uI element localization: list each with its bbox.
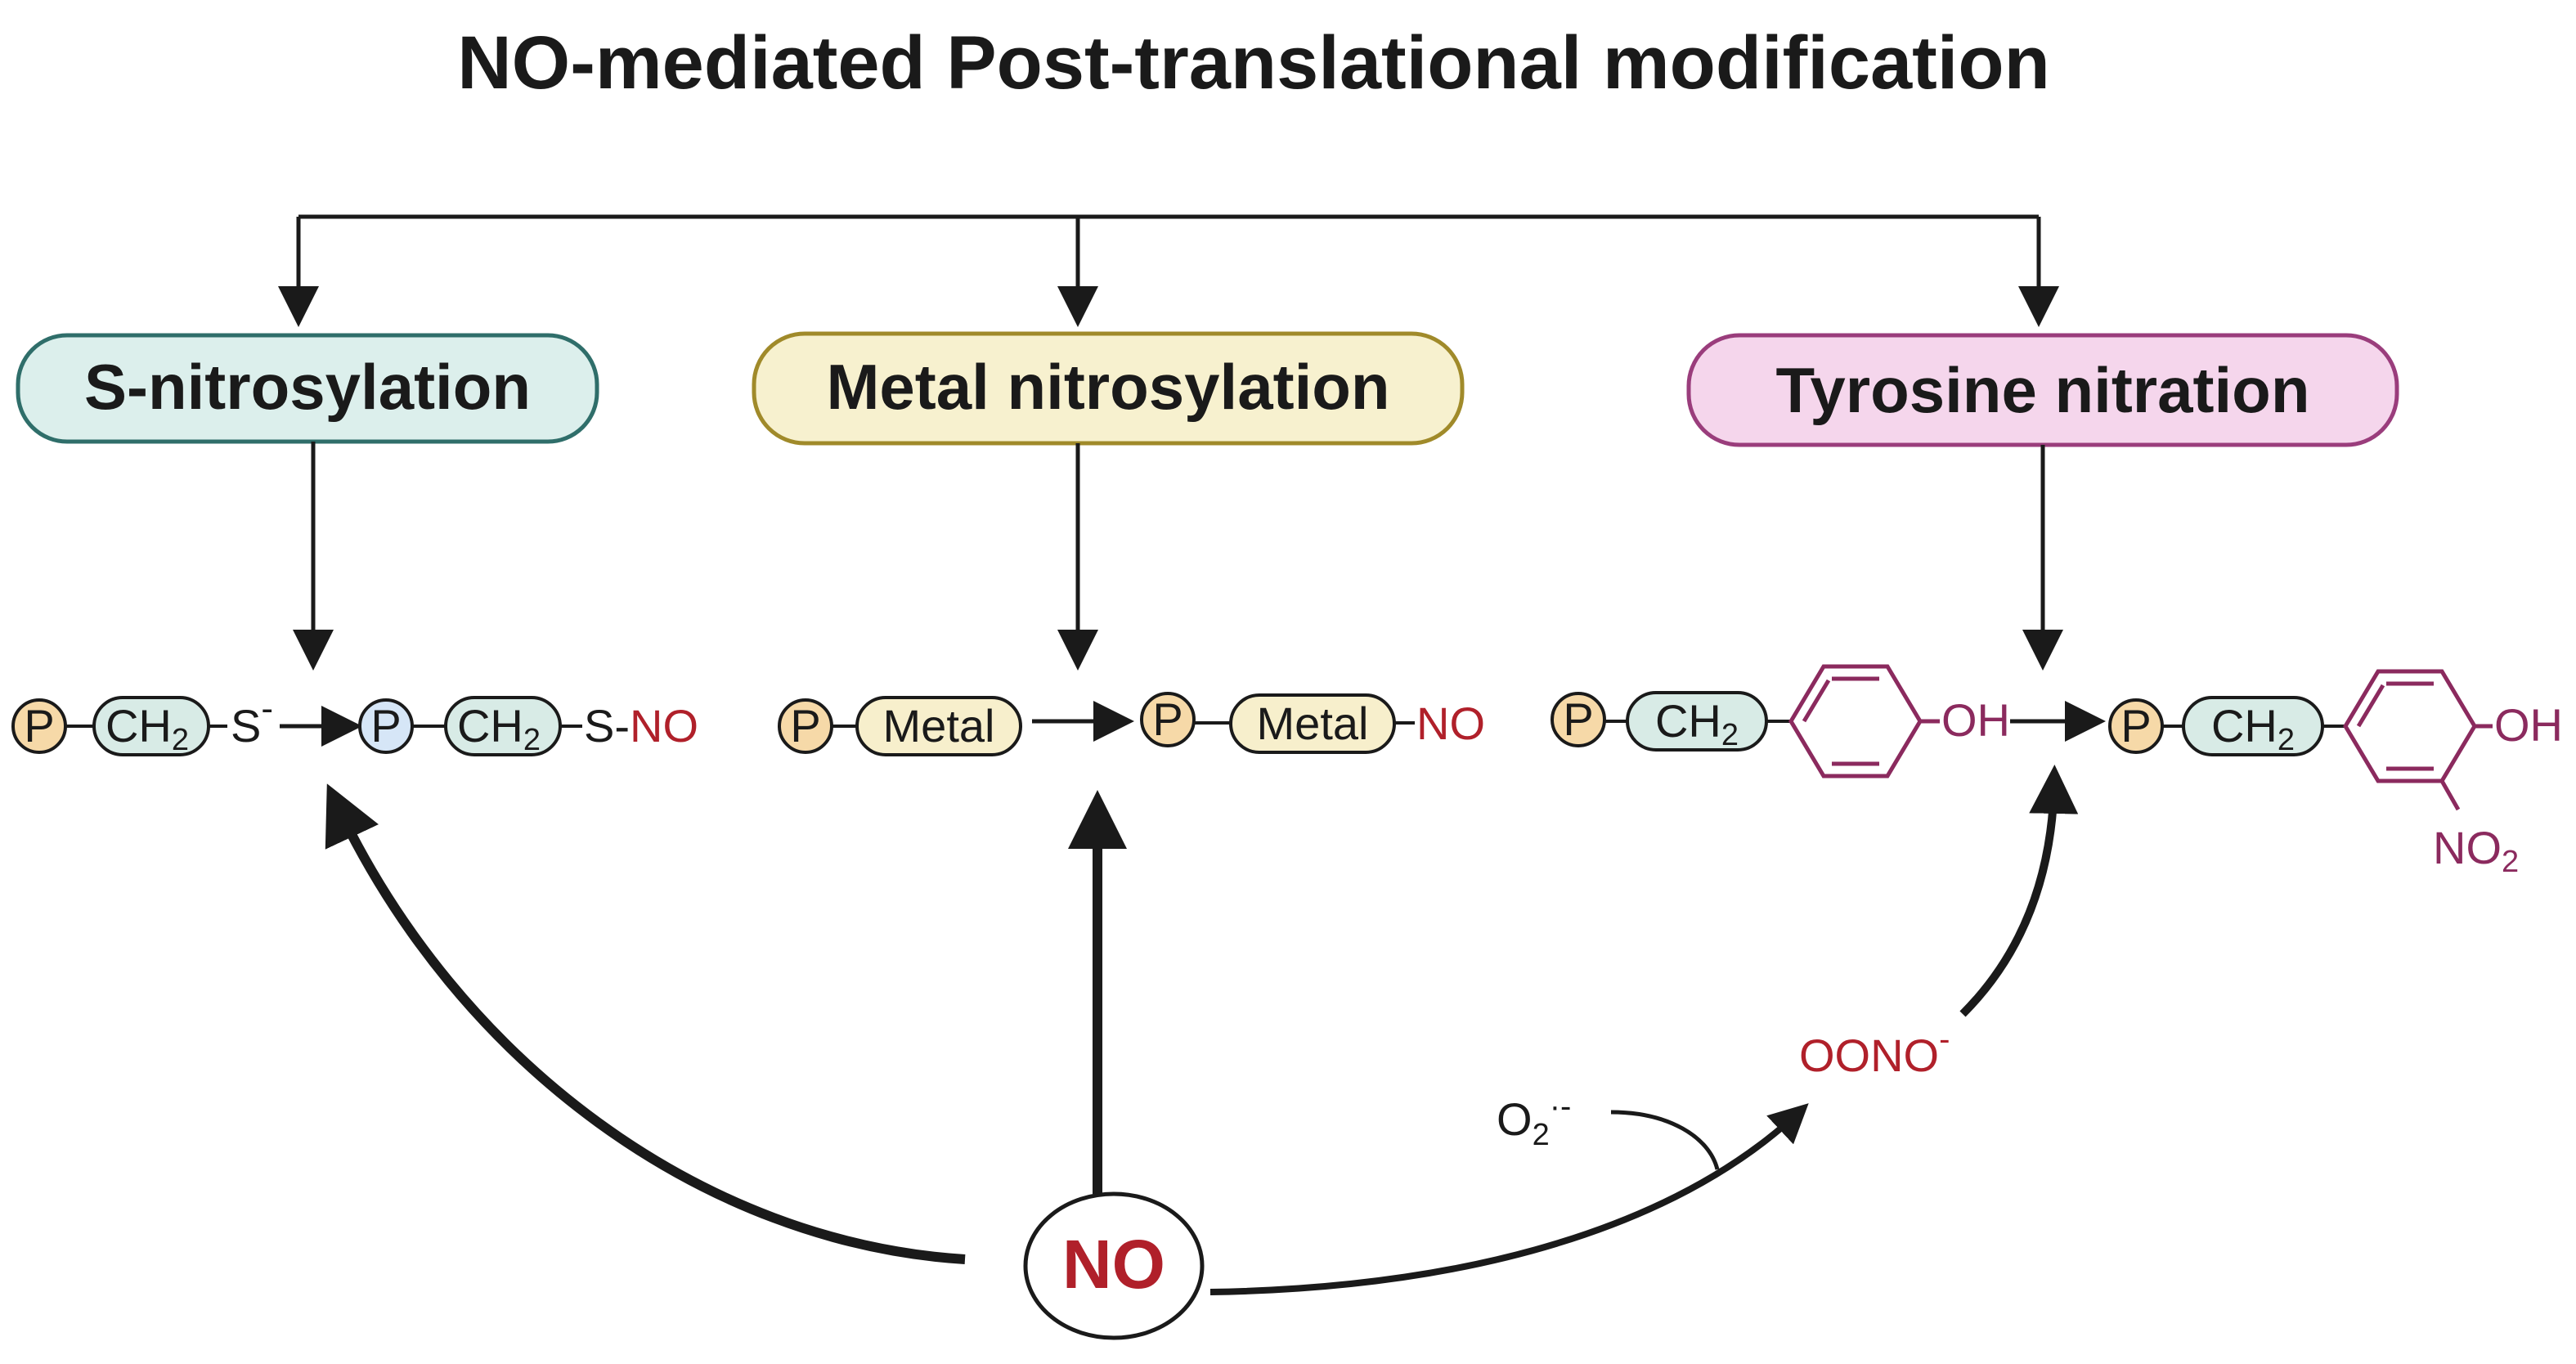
peroxynitrite-to-tyrosine-arrow <box>1959 765 2079 1017</box>
ch2-label: CH2 <box>457 700 541 757</box>
metal-label: Metal <box>1257 698 1369 749</box>
phenol-ring <box>1788 664 1923 778</box>
no-source-node: NO <box>1023 1191 1205 1340</box>
category-s-nitrosylation: S-nitrosylation <box>16 333 599 444</box>
category-label: Metal nitrosylation <box>826 351 1389 423</box>
protein-label: P <box>790 700 820 752</box>
diagram-title: NO-mediated Post-translational modificat… <box>457 21 2050 105</box>
no-source-label: NO <box>1062 1226 1165 1303</box>
metal-label: Metal <box>883 700 995 752</box>
hydroxyl-label: OH <box>2494 699 2563 751</box>
ch2-label: CH2 <box>1655 695 1739 752</box>
protein-label: P <box>1152 693 1183 745</box>
metal-nitrosylation-reaction: P Metal P Metal NO <box>778 692 1485 756</box>
peroxynitrite-label: OONO- <box>1799 1021 1950 1081</box>
category-label: Tyrosine nitration <box>1776 354 2310 426</box>
metal-group <box>855 696 1022 756</box>
nitrophenol-ring <box>2343 669 2477 783</box>
tyrosine-nitration-reaction: P CH2 OH P CH2 OH NO2 <box>1551 664 2563 879</box>
s-nitroso-label: S-NO <box>584 700 698 752</box>
no-to-peroxynitrite-arrow <box>1209 1103 1809 1295</box>
nitrosyl-label: NO <box>1416 698 1485 749</box>
no-to-s-nitrosylation-arrow <box>325 783 966 1264</box>
protein-label: P <box>370 700 401 752</box>
superoxide-arrow <box>1610 1110 1720 1170</box>
protein-circle <box>1140 692 1196 747</box>
protein-label: P <box>24 700 54 752</box>
category-tyrosine-nitration: Tyrosine nitration <box>1686 333 2399 447</box>
thiolate-label: S- <box>231 689 273 752</box>
ch2-label: CH2 <box>105 700 189 757</box>
nitro-group-label: NO2 <box>2433 822 2519 879</box>
category-metal-nitrosylation: Metal nitrosylation <box>752 331 1465 446</box>
s-nitrosylation-reaction: P CH2 S- P CH2 S-NO <box>11 689 698 757</box>
protein-label: P <box>2120 700 2151 752</box>
hydroxyl-label: OH <box>1941 694 2010 746</box>
superoxide-label: O2·- <box>1497 1088 1571 1152</box>
pill-to-reaction-arrows <box>293 442 2063 671</box>
category-label: S-nitrosylation <box>84 351 531 423</box>
top-branch-connector <box>278 214 2059 327</box>
ch2-label: CH2 <box>2211 700 2295 757</box>
protein-label: P <box>1563 693 1593 745</box>
